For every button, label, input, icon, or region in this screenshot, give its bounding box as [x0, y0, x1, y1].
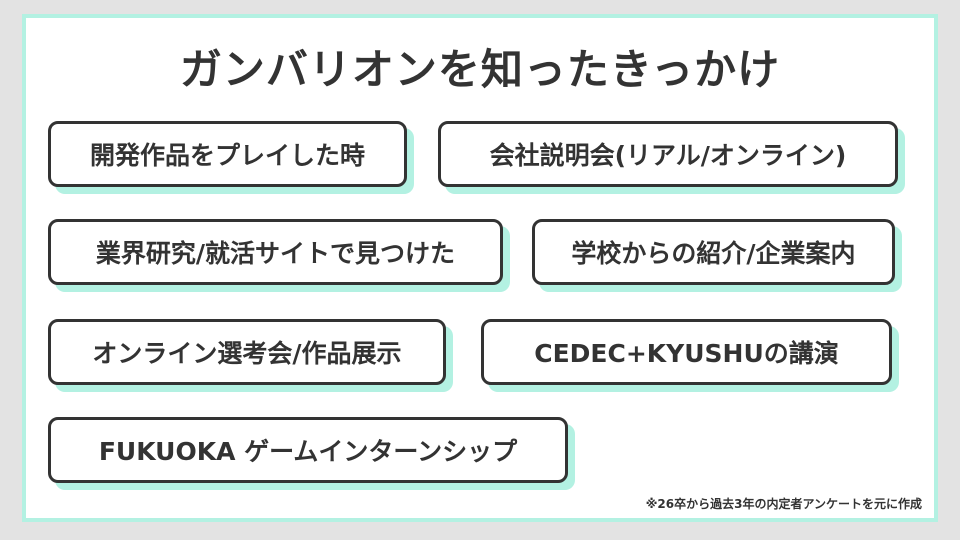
- item-card: 業界研究/就活サイトで見つけた: [48, 219, 503, 285]
- item-card: CEDEC+KYUSHUの講演: [481, 319, 892, 385]
- footnote: ※26卒から過去3年の内定者アンケートを元に作成: [645, 497, 922, 511]
- item-card: FUKUOKA ゲームインターンシップ: [48, 417, 568, 483]
- item-card: オンライン選考会/作品展示: [48, 319, 446, 385]
- item-card: 開発作品をプレイした時: [48, 121, 407, 187]
- slide-title: ガンバリオンを知ったきっかけ: [179, 45, 781, 94]
- item-card: 会社説明会(リアル/オンライン): [438, 121, 898, 187]
- item-card: 学校からの紹介/企業案内: [532, 219, 895, 285]
